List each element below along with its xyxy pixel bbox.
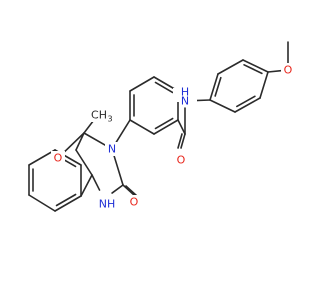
aromatic-inner-r5-r6: [154, 117, 174, 130]
atom-oxygen-ether: O: [54, 152, 63, 165]
bond-b2-b3: [28, 194, 56, 212]
label-mask: [281, 63, 295, 77]
bond-p5-p6: [234, 97, 261, 113]
carbonyl-amide-single: [180, 133, 186, 149]
aromatic-inner-p5-p6: [236, 95, 256, 108]
label-mask: [173, 88, 197, 102]
bond-b3-b4: [54, 195, 82, 212]
bond-ox-c9: [62, 132, 85, 154]
bond-r2-r3: [129, 76, 155, 92]
bond-c9-me: [83, 119, 95, 134]
bond-p4-p5: [259, 71, 269, 99]
label-mask: [127, 195, 141, 209]
atom-oxygen-amide: O: [177, 154, 186, 167]
atom-methyl-subscript: 3: [107, 115, 112, 124]
atom-label-layer: O N NH O O H N O CH 3: [51, 63, 295, 211]
bond-b6-b1: [28, 149, 56, 166]
atom-oxygen-urea: O: [130, 196, 139, 209]
carbonyl-urea-double: [125, 185, 138, 197]
diagram-background: [0, 0, 300, 300]
label-mask: [51, 151, 65, 165]
bond-p1-p2: [209, 73, 219, 101]
bond-r5-ca: [177, 119, 186, 135]
atom-nitrogen-ring: N: [108, 143, 116, 156]
aromatic-inner-p1-p2: [214, 76, 222, 97]
atom-nitrogen-nh: NH: [99, 198, 116, 211]
bond-r5-r6: [153, 119, 179, 135]
aromatic-inner-r3-r4: [154, 81, 174, 94]
bond-p6-p1: [209, 99, 236, 113]
carbonyl-urea-single: [122, 184, 135, 196]
label-mask: [174, 153, 188, 167]
bond-nh-c2: [111, 184, 124, 194]
bond-b4-c4: [80, 174, 93, 197]
bond-p2-p3: [217, 59, 244, 75]
label-mask: [96, 197, 118, 211]
bond-layer: [28, 41, 289, 212]
carbonyl-amide-double: [177, 133, 183, 149]
bond-c2-n3: [113, 154, 124, 186]
methyl-group-label: CH 3: [91, 109, 113, 124]
bond-cb-c4: [75, 149, 93, 176]
bond-n3-r1: [114, 119, 131, 144]
bond-p4-om: [267, 69, 282, 73]
atom-methyl-ch: CH: [91, 109, 107, 122]
double-bond-layer: [32, 64, 263, 207]
label-mask: [91, 109, 113, 122]
atom-nitrogen-amide-n: N: [181, 95, 189, 108]
aromatic-inner-p3-p4: [243, 64, 263, 75]
bond-p3-p4: [242, 59, 269, 73]
molecule-structure-diagram: O N NH O O H N O CH 3: [0, 0, 300, 300]
label-mask: [105, 142, 119, 156]
atom-nitrogen-amide: H: [181, 86, 189, 99]
bond-c9-cb: [75, 132, 85, 151]
bond-r6-r1: [129, 119, 155, 135]
bond-c4-nh: [91, 174, 101, 191]
bond-c9-n3: [83, 132, 107, 147]
atom-oxygen-methoxy: O: [284, 64, 293, 77]
aromatic-inner-b3-b4: [55, 193, 77, 207]
